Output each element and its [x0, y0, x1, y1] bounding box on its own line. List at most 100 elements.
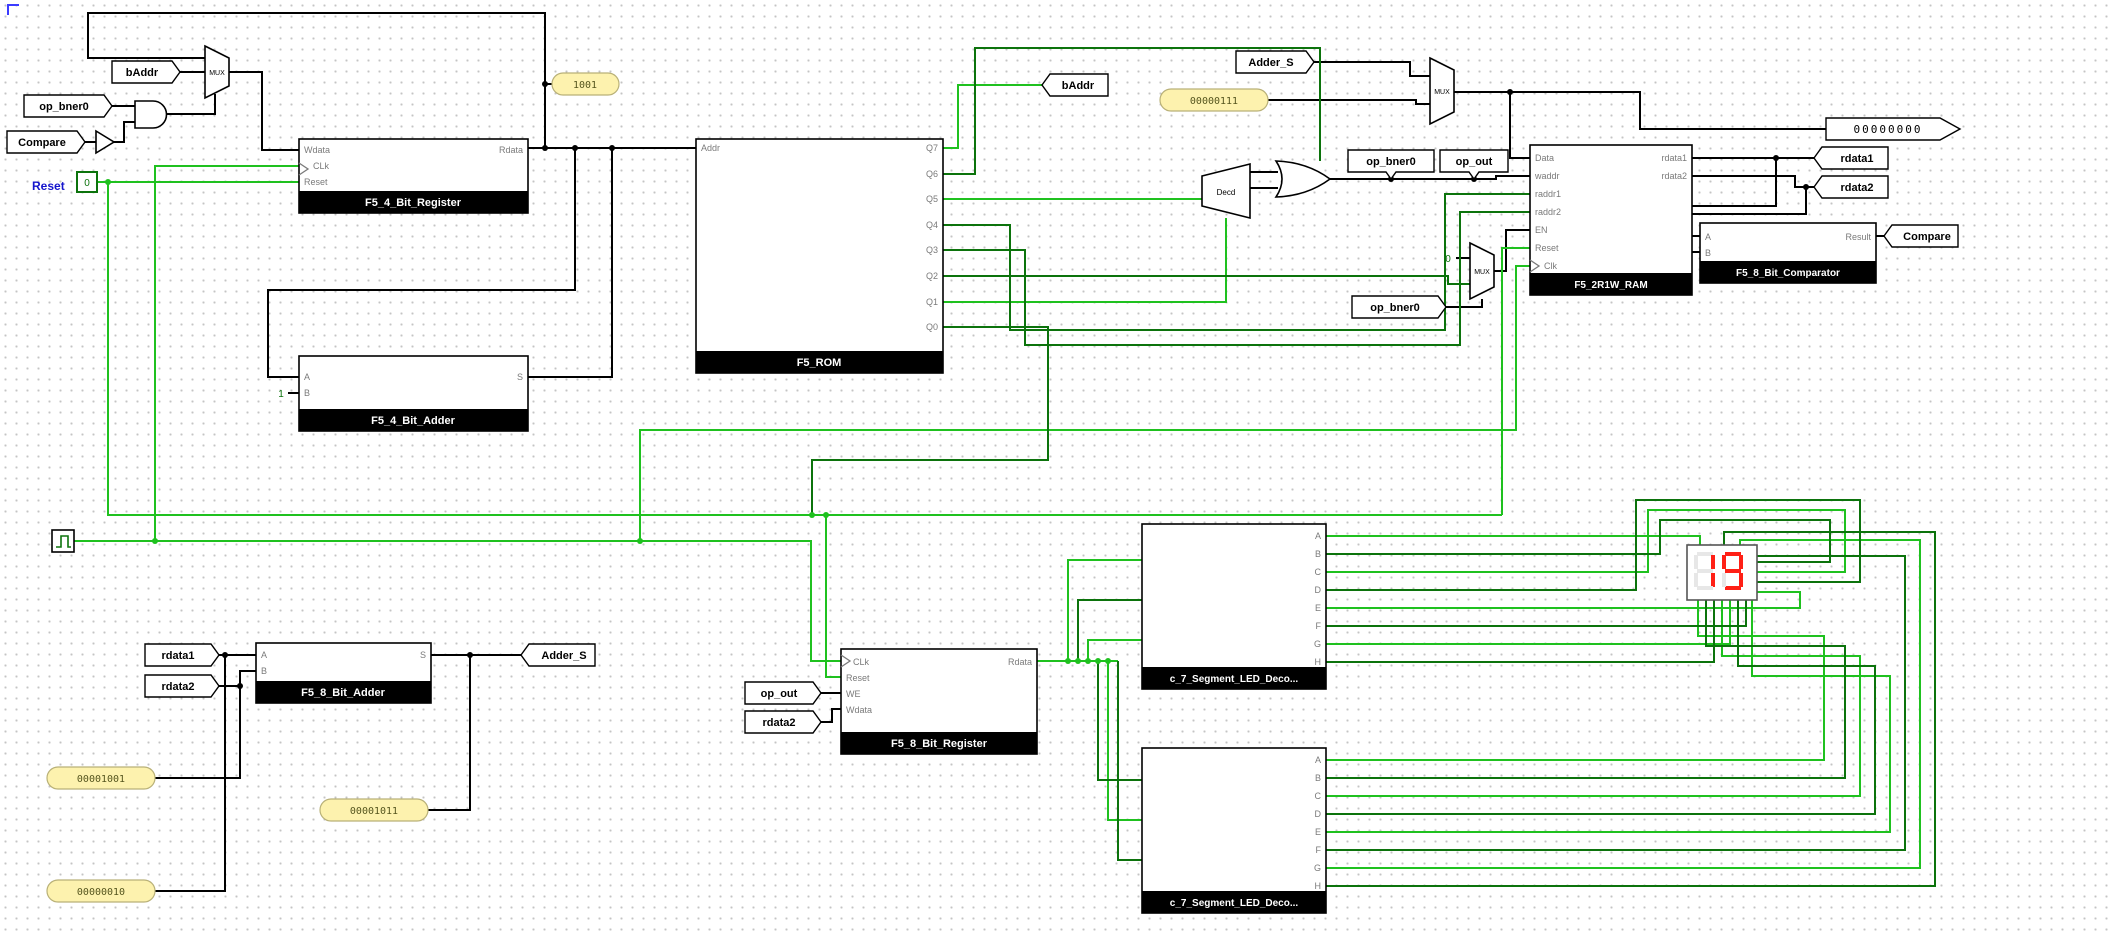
tunnel-text: bAddr [126, 67, 159, 79]
seven-segment-display[interactable] [1687, 545, 1757, 600]
wire[interactable] [1326, 600, 1875, 814]
tunnel-rdata2-bottom[interactable]: rdata2 [745, 711, 821, 733]
wire-junction [467, 652, 473, 658]
wire[interactable] [1314, 62, 1430, 76]
wire[interactable] [1326, 600, 1890, 832]
tunnel-baddr-mid[interactable]: bAddr [1042, 74, 1108, 96]
wire[interactable] [943, 212, 1530, 345]
reset-input-pin[interactable]: Reset 0 [32, 172, 97, 193]
mux1-gate[interactable]: MUX [205, 46, 229, 98]
wire-junction [542, 81, 548, 87]
component-title: c_7_Segment_LED_Deco... [1170, 898, 1299, 909]
wire[interactable] [1446, 299, 1482, 307]
wire[interactable] [155, 166, 299, 541]
component-f5-8-bit-register[interactable]: F5_8_Bit_Register CLk Reset WE Wdata Rda… [841, 649, 1037, 754]
wire[interactable] [1330, 176, 1530, 179]
pin-label: Addr [701, 143, 720, 153]
wire[interactable] [428, 655, 470, 810]
component-f5-8-bit-adder[interactable]: F5_8_Bit_Adder A B S [256, 643, 431, 703]
component-f5-rom[interactable]: F5_ROM Addr Q7 Q6 Q5 Q4 Q3 Q2 Q1 Q0 [696, 139, 943, 373]
wire[interactable] [1118, 661, 1142, 860]
constant-mux3-zero[interactable]: 0 [1445, 254, 1451, 265]
wire[interactable] [826, 515, 841, 677]
or-gate[interactable] [1276, 161, 1330, 197]
tunnel-op-bner0-top-left[interactable]: op_bner0 [24, 95, 112, 117]
clock-input[interactable] [52, 530, 74, 552]
wire-junction [237, 683, 243, 689]
tunnel-text: rdata2 [1840, 182, 1873, 194]
mux3-gate[interactable]: MUX [1470, 243, 1494, 299]
wire-junction [572, 145, 578, 151]
wire[interactable] [821, 709, 841, 722]
component-f5-4-bit-register[interactable]: F5_4_Bit_Register Wdata CLk Reset Rdata [299, 139, 528, 213]
wire[interactable] [943, 85, 1042, 148]
wire[interactable] [528, 148, 612, 377]
and-shape [135, 101, 167, 128]
wire[interactable] [1326, 536, 1700, 545]
decoder-gate[interactable]: Decd [1202, 164, 1250, 218]
constant-carry-in[interactable]: 1 [278, 389, 284, 400]
tunnel-adder-s-top[interactable]: Adder_S [1236, 51, 1314, 73]
tunnel-op-bner0-mid-a[interactable]: op_bner0 [1348, 150, 1434, 179]
component-f5-4-bit-adder[interactable]: F5_4_Bit_Adder A B S [299, 356, 528, 431]
tunnel-rdata1-bottom-left[interactable]: rdata1 [145, 644, 219, 666]
constant-adder8-c2[interactable]: 00001011 [320, 799, 428, 821]
wire[interactable] [1098, 661, 1142, 780]
wire-junction [1803, 184, 1809, 190]
wire[interactable] [1268, 100, 1430, 104]
tunnel-op-out-mid[interactable]: op_out [1440, 150, 1508, 179]
tunnel-rdata2-bottom-left[interactable]: rdata2 [145, 675, 219, 697]
pin-label: Q3 [926, 245, 938, 255]
tunnel-adder-s-bottom[interactable]: Adder_S [521, 644, 595, 666]
wire[interactable] [1108, 661, 1142, 820]
mux2-gate[interactable]: MUX [1430, 58, 1454, 124]
wire[interactable] [1068, 560, 1142, 661]
output-pin-00000000[interactable]: 00000000 [1826, 118, 1960, 140]
wire[interactable] [943, 276, 1470, 284]
constant-text: 1001 [573, 80, 597, 91]
wire-junction [1507, 89, 1513, 95]
wire[interactable] [114, 122, 135, 142]
wire[interactable] [1326, 500, 1860, 590]
wire[interactable] [1326, 600, 1746, 626]
segment-f [1722, 555, 1726, 569]
wire[interactable] [155, 686, 240, 778]
wire[interactable] [1088, 640, 1142, 661]
constant-adder8-c1[interactable]: 00001001 [47, 767, 155, 789]
component-title: F5_8_Bit_Adder [301, 687, 385, 699]
wire[interactable] [943, 218, 1226, 302]
component-f5-2r1w-ram[interactable]: F5_2R1W_RAM Data waddr raddr1 raddr2 EN … [1530, 145, 1692, 295]
tunnel-op-out-bottom[interactable]: op_out [745, 682, 821, 704]
pin-label: E [1315, 827, 1321, 837]
component-f5-8-bit-comparator[interactable]: F5_8_Bit_Comparator A B Result [1700, 223, 1876, 283]
wire[interactable] [1510, 92, 1530, 158]
wire[interactable] [74, 541, 841, 661]
component-title: F5_8_Bit_Comparator [1736, 268, 1840, 279]
wire[interactable] [1326, 600, 1860, 796]
pin-label: waddr [1534, 171, 1560, 181]
buffer-gate[interactable] [96, 131, 114, 153]
wire[interactable] [1494, 230, 1530, 271]
constant-adder8-c3[interactable]: 00000010 [47, 880, 155, 902]
tunnel-text: rdata2 [161, 681, 194, 693]
tunnel-rdata2-right[interactable]: rdata2 [1814, 176, 1888, 198]
tunnel-compare-top-left[interactable]: Compare [7, 131, 85, 153]
constant-rom-init[interactable]: 1001 [552, 73, 619, 95]
component-7segment-decoder-1[interactable]: c_7_Segment_LED_Deco... A B C D E F G H [1142, 524, 1326, 689]
and-gate[interactable] [135, 101, 167, 128]
pin-label: H [1315, 657, 1322, 667]
wire[interactable] [1326, 600, 1714, 662]
tunnel-compare-right[interactable]: Compare [1884, 225, 1958, 247]
constant-mux2-b[interactable]: 00000111 [1160, 89, 1268, 111]
wire[interactable] [1326, 556, 1905, 850]
tunnel-op-bner0-mid-b[interactable]: op_bner0 [1352, 296, 1446, 318]
wire[interactable] [1326, 600, 1824, 760]
component-7segment-decoder-2[interactable]: c_7_Segment_LED_Deco... A B C D E F G H [1142, 748, 1326, 913]
wire[interactable] [229, 72, 299, 150]
clock-box[interactable] [52, 530, 74, 552]
wire[interactable] [1326, 600, 1730, 644]
tunnel-baddr-top-left[interactable]: bAddr [112, 61, 180, 83]
wire[interactable] [1692, 176, 1814, 187]
tunnel-rdata1-right[interactable]: rdata1 [1814, 147, 1888, 169]
